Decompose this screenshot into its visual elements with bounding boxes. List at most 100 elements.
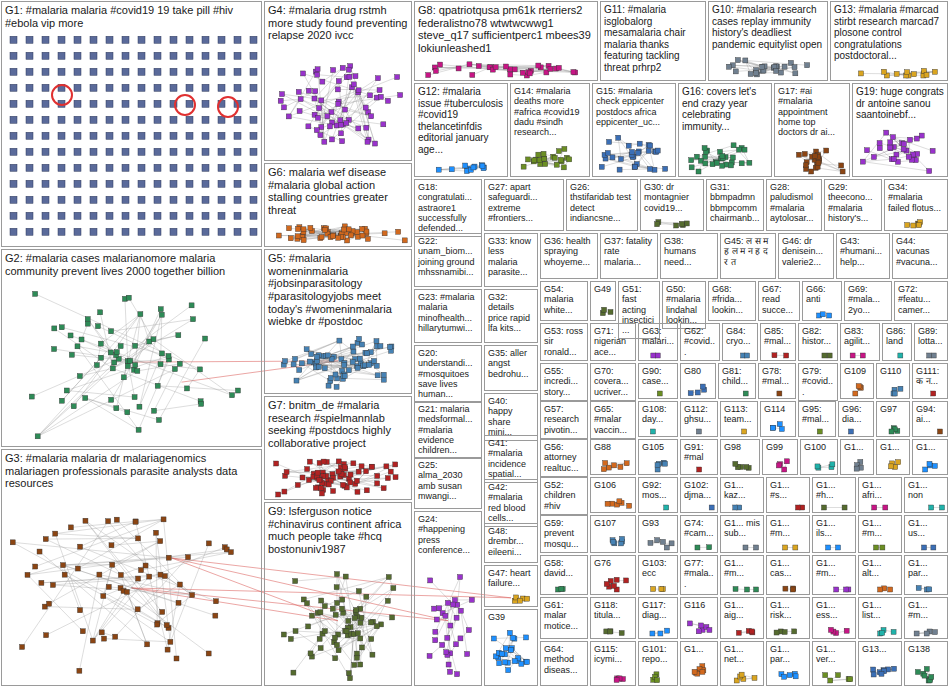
- vertex-square: [33, 564, 38, 569]
- vertex-square: [754, 545, 759, 550]
- vertex-square: [94, 363, 99, 368]
- vertex-link: [349, 624, 381, 673]
- vertex-square: [344, 120, 349, 125]
- vertex-square: [298, 97, 303, 102]
- vertex-square: [337, 338, 342, 343]
- vertex-square: [122, 84, 129, 91]
- vertex-square: [618, 157, 623, 162]
- vertex-link: [71, 335, 232, 395]
- vertex-square: [381, 486, 386, 491]
- vertex-link: [72, 355, 130, 361]
- vertex-link: [113, 368, 201, 401]
- vertex-square: [931, 353, 936, 358]
- vertex-link: [121, 588, 209, 654]
- vertex-square: [334, 642, 339, 647]
- vertex-square: [42, 100, 49, 107]
- vertex-square: [170, 228, 177, 235]
- vertex-square: [132, 395, 137, 400]
- vertex-square: [170, 180, 177, 187]
- vertex-square: [524, 635, 529, 640]
- vertex-square: [314, 354, 319, 359]
- vertex-square: [455, 672, 460, 677]
- vertex-link: [337, 574, 348, 621]
- vertex-square: [75, 566, 80, 571]
- vertex-square: [519, 661, 524, 666]
- vertex-square: [186, 148, 193, 155]
- vertex-square: [42, 180, 49, 187]
- vertex-square: [860, 353, 865, 358]
- vertex-square: [760, 65, 765, 70]
- vertex-link: [46, 538, 138, 540]
- vertex-link: [332, 97, 381, 140]
- vertex-square: [386, 575, 391, 580]
- vertex-square: [136, 427, 141, 432]
- vertex-square: [331, 488, 336, 493]
- vertex-square: [440, 642, 445, 647]
- vertex-link: [339, 588, 394, 650]
- vertex-square: [42, 116, 49, 123]
- vertex-square: [543, 162, 548, 167]
- vertex-square: [850, 353, 855, 358]
- vertex-square: [905, 70, 910, 75]
- vertex-square: [97, 572, 102, 577]
- vertex-square: [541, 156, 546, 161]
- inter-group-link: [172, 558, 449, 621]
- vertex-square: [802, 151, 807, 156]
- vertex-square: [230, 393, 235, 398]
- vertex-square: [839, 163, 844, 168]
- vertex-square: [795, 505, 800, 510]
- vertex-square: [189, 303, 194, 308]
- vertex-square: [748, 71, 753, 76]
- vertex-link: [317, 120, 341, 130]
- vertex-square: [381, 377, 386, 382]
- vertex-square: [102, 636, 107, 641]
- vertex-square: [218, 228, 225, 235]
- vertex-square: [74, 116, 81, 123]
- vertex-square: [375, 473, 380, 478]
- vertex-square: [170, 36, 177, 43]
- vertex-square: [106, 164, 113, 171]
- vertex-square: [761, 64, 766, 69]
- vertex-square: [43, 537, 48, 542]
- vertex-square: [437, 606, 442, 611]
- vertex-square: [348, 480, 353, 485]
- vertex-link: [71, 521, 136, 527]
- vertex-square: [669, 541, 674, 546]
- vertex-square: [138, 116, 145, 123]
- vertex-link: [38, 369, 175, 436]
- vertex-link: [323, 476, 384, 488]
- vertex-square: [58, 52, 65, 59]
- vertex-square: [922, 545, 927, 550]
- vertex-square: [10, 116, 17, 123]
- vertex-square: [809, 169, 814, 174]
- vertex-square: [158, 539, 163, 544]
- vertex-link: [85, 521, 162, 612]
- vertex-square: [887, 145, 892, 150]
- vertex-square: [432, 606, 437, 611]
- vertex-square: [312, 96, 317, 101]
- vertex-square: [517, 598, 522, 603]
- vertex-square: [508, 647, 513, 652]
- vertex-square: [276, 492, 281, 497]
- vertex-square: [10, 180, 17, 187]
- vertex-link: [63, 565, 215, 615]
- vertex-square: [186, 180, 193, 187]
- vertex-link: [125, 299, 128, 361]
- vertex-square: [777, 391, 782, 396]
- vertex-square: [122, 36, 129, 43]
- vertex-square: [326, 383, 331, 388]
- vertex-square: [646, 148, 651, 153]
- vertex-square: [108, 350, 113, 355]
- vertex-link: [330, 87, 352, 126]
- vertex-square: [206, 541, 211, 546]
- vertex-square: [317, 106, 322, 111]
- vertex-square: [95, 324, 100, 329]
- vertex-square: [126, 295, 131, 300]
- vertex-square: [323, 227, 328, 232]
- vertex-link: [446, 618, 456, 653]
- vertex-square: [106, 100, 113, 107]
- vertex-square: [503, 646, 508, 651]
- vertex-square: [726, 64, 731, 69]
- vertex-square: [932, 69, 937, 74]
- vertex-square: [919, 133, 924, 138]
